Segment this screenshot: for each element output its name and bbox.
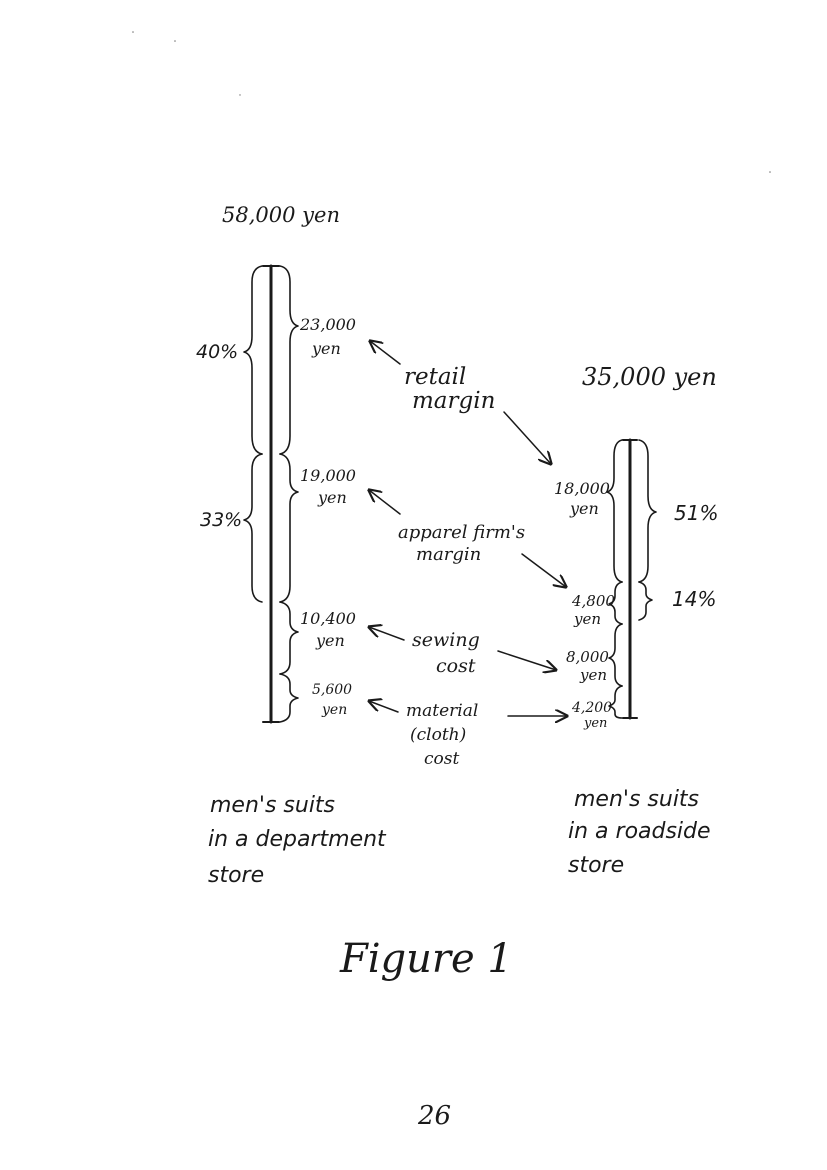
department-caption-line-3: store [208,863,264,888]
material-cost-label-line-2: (cloth) [410,725,466,745]
roadside-apparel-amount: 4,800 [571,592,615,610]
roadside-material-amount-brace [608,685,623,719]
retail-margin-label-line-2: margin [412,388,495,414]
department-material-unit: yen [321,702,347,718]
page-number: 26 [417,1101,451,1131]
roadside-sewing-amount: 8,000 [566,648,609,666]
retail-margin-arrow-left [370,341,401,365]
roadside-apparel-percent: 14% [672,587,716,611]
roadside-retail-percent-brace [638,439,657,583]
roadside-apparel-percent-brace [638,581,653,621]
apparel-margin-arrow-right [521,553,566,587]
department-caption-line-2: in a department [208,827,387,852]
department-total-price: 58,000 yen [222,203,340,227]
roadside-caption-line-3: store [568,853,624,878]
roadside-sewing-amount-brace [608,623,623,687]
department-material-amount: 5,600 [312,682,352,698]
roadside-caption-line-2: in a roadside [568,819,711,844]
material-cost-label-line-3: cost [424,749,459,769]
roadside-retail-amount-brace [606,439,623,583]
department-apparel-amount: 19,000 [300,466,356,485]
scan-specks [132,31,771,173]
apparel-margin-label-line-2: margin [416,544,481,565]
material-cost-arrow-left [369,701,399,713]
category-labels: retail margin apparel firm's margin sewi… [369,341,567,769]
roadside-retail-amount: 18,000 [554,479,610,498]
roadside-caption-line-1: men's suits [574,787,699,812]
material-cost-label-line-1: material [406,701,478,721]
retail-margin-arrow-right [503,411,551,464]
department-caption-line-1: men's suits [210,793,335,818]
department-retail-amount-brace [279,265,299,455]
roadside-retail-unit: yen [569,499,599,518]
department-apparel-amount-brace [279,453,299,603]
department-sewing-amount: 10,400 [300,609,356,628]
roadside-material-amount: 4,200 [571,700,612,716]
retail-margin-label-line-1: retail [404,364,466,390]
department-retail-percent-brace [243,265,263,455]
department-sewing-unit: yen [315,631,345,650]
roadside-retail-percent: 51% [674,501,718,525]
figure-caption: Figure 1 [339,936,513,982]
sewing-cost-arrow-left [369,627,405,641]
department-store-bar-group: 58,000 yen 40% 33% 23,000 yen 19,000 yen… [196,203,387,888]
department-apparel-percent: 33% [200,509,242,531]
roadside-store-bar-group: 35,000 yen 51% 14% 18,000 yen 4,800 yen … [554,363,718,878]
department-apparel-unit: yen [317,488,347,507]
department-material-amount-brace [279,673,299,723]
department-sewing-amount-brace [279,601,299,675]
roadside-apparel-amount-brace [608,581,623,625]
sewing-cost-label-line-1: sewing [412,629,480,651]
roadside-material-unit: yen [583,716,607,731]
department-retail-amount: 23,000 [299,315,356,334]
roadside-apparel-unit: yen [573,610,601,628]
department-apparel-percent-brace [243,453,263,603]
department-retail-unit: yen [311,339,341,358]
roadside-total-price: 35,000 yen [582,363,717,391]
apparel-margin-label-line-1: apparel firm's [398,522,525,543]
roadside-sewing-unit: yen [579,666,607,684]
sewing-cost-arrow-right [497,650,556,670]
apparel-margin-arrow-left [369,490,401,515]
department-retail-percent: 40% [196,341,238,363]
sewing-cost-label-line-2: cost [436,655,476,677]
